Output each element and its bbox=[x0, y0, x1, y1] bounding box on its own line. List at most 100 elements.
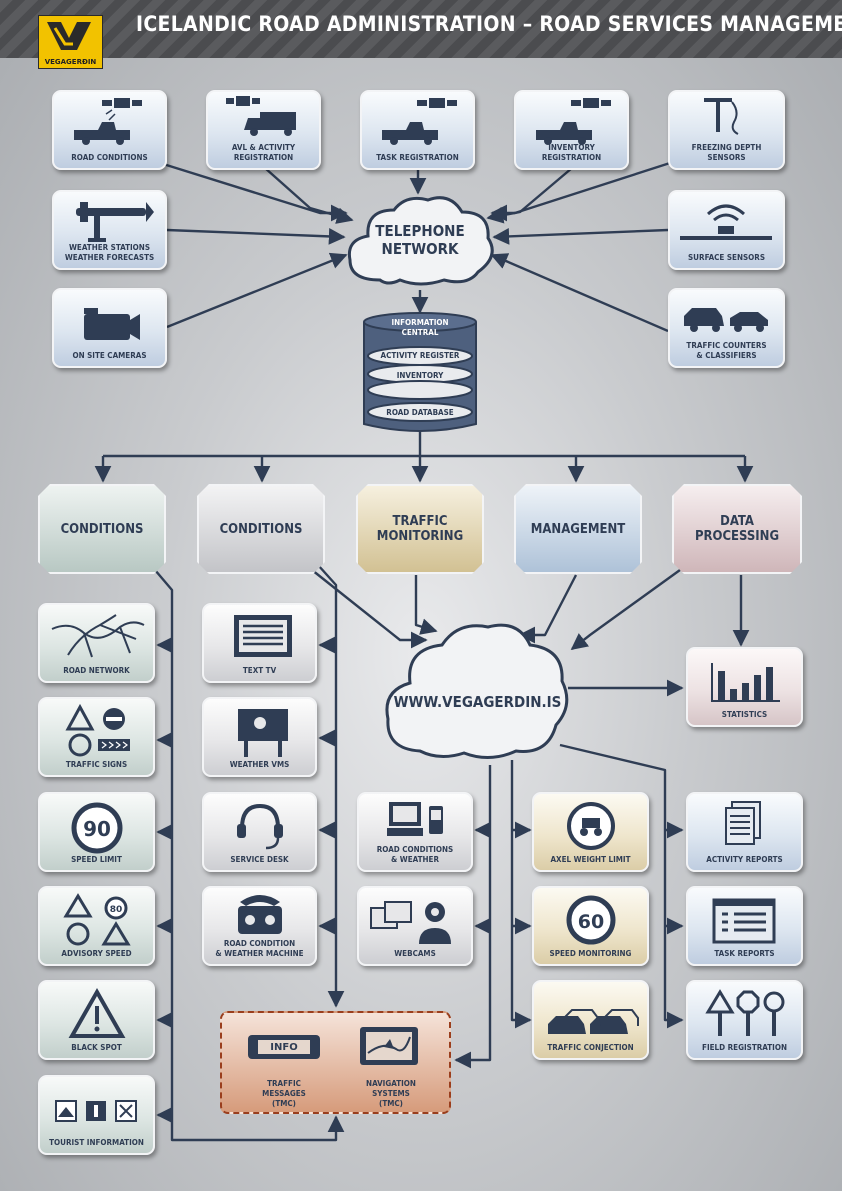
source-label: INVENTORY REGISTRATION bbox=[541, 143, 602, 162]
page-title: ICELANDIC ROAD ADMINISTRATION – ROAD SER… bbox=[136, 12, 842, 36]
source-label: SURFACE SENSORS bbox=[688, 253, 765, 262]
output-label: SPEED MONITORING bbox=[549, 949, 632, 958]
advisory-speed-output: 80 ADVISORY SPEED bbox=[38, 886, 155, 966]
answering-machine-icon bbox=[238, 895, 282, 934]
database-cylinder bbox=[363, 312, 477, 432]
task-reports-output: TASK REPORTS bbox=[686, 886, 803, 966]
bar-chart-icon bbox=[711, 663, 780, 702]
depth-sensor-icon bbox=[704, 98, 739, 135]
truck-satellite-icon bbox=[382, 98, 457, 145]
advisory-80-text: 80 bbox=[110, 905, 123, 915]
computer-phone-icon bbox=[387, 802, 443, 836]
traffic-counters-source: TRAFFIC COUNTERS & CLASSIFIERS bbox=[668, 288, 785, 368]
on-site-cameras-source: ON SITE CAMERAS bbox=[52, 288, 167, 368]
output-label: SERVICE DESK bbox=[230, 855, 289, 864]
road-map-icon bbox=[51, 614, 145, 658]
category-management: MANAGEMENT bbox=[514, 484, 642, 574]
headset-icon bbox=[237, 803, 283, 850]
category-data-processing: DATA PROCESSING bbox=[672, 484, 802, 574]
axel-weight-limit-output: AXEL WEIGHT LIMIT bbox=[532, 792, 649, 872]
field-registration-output: FIELD REGISTRATION bbox=[686, 980, 803, 1060]
output-label: ROAD CONDITION & WEATHER MACHINE bbox=[215, 939, 304, 958]
inventory-registration-source: INVENTORY REGISTRATION bbox=[514, 90, 629, 170]
source-label: ROAD CONDITIONS bbox=[71, 153, 148, 162]
documents-icon bbox=[725, 801, 761, 845]
traffic-conjection-output: TRAFFIC CONJECTION bbox=[532, 980, 649, 1060]
road-condition-machine-output: ROAD CONDITION & WEATHER MACHINE bbox=[202, 886, 317, 966]
output-label: TASK REPORTS bbox=[714, 949, 775, 958]
text-tv-icon bbox=[234, 615, 292, 657]
output-label: TEXT TV bbox=[242, 666, 277, 675]
output-label: WEATHER VMS bbox=[229, 760, 290, 769]
header-bar: ICELANDIC ROAD ADMINISTRATION – ROAD SER… bbox=[0, 0, 842, 58]
logo-text: VEGAGERÐIN bbox=[44, 58, 97, 66]
axle-weight-sign-icon bbox=[567, 802, 615, 850]
output-label: WEBCAMS bbox=[394, 949, 436, 958]
road-conditions-weather-output: ROAD CONDITIONS & WEATHER bbox=[357, 792, 473, 872]
output-label: BLACK SPOT bbox=[71, 1043, 122, 1052]
task-registration-source: TASK REGISTRATION bbox=[360, 90, 475, 170]
telephone-network-cloud bbox=[347, 196, 494, 286]
webcam-user-icon bbox=[370, 901, 451, 944]
output-label: ROAD NETWORK bbox=[63, 666, 130, 675]
output-label: TRAFFIC CONJECTION bbox=[547, 1043, 634, 1052]
service-desk-output: SERVICE DESK bbox=[202, 792, 317, 872]
statistics-output: STATISTICS bbox=[686, 647, 803, 727]
webcams-output: WEBCAMS bbox=[357, 886, 473, 966]
video-camera-icon bbox=[84, 308, 140, 340]
road-network-output: ROAD NETWORK bbox=[38, 603, 155, 683]
radio-display-icon bbox=[248, 1035, 320, 1059]
database-layer-activity: ACTIVITY REGISTER bbox=[380, 351, 460, 360]
output-label: ROAD CONDITIONS & WEATHER bbox=[376, 845, 454, 864]
source-label: WEATHER STATIONS WEATHER FORECASTS bbox=[64, 243, 155, 262]
speed-limit-sign-icon: 90 bbox=[71, 802, 123, 854]
speed-60-sign-icon: 60 bbox=[566, 895, 616, 945]
output-label: FIELD REGISTRATION bbox=[702, 1043, 787, 1052]
text-tv-output: TEXT TV bbox=[202, 603, 317, 683]
traffic-signs-icon bbox=[65, 703, 130, 757]
satellite-truck-icon bbox=[226, 96, 296, 136]
tmc-group: INFO TRAFFIC MESSAGES (TMC) NAVIGATION S… bbox=[220, 1011, 451, 1114]
category-conditions-grey: CONDITIONS bbox=[197, 484, 325, 574]
cars-icon bbox=[684, 308, 768, 332]
weather-vms-output: WEATHER VMS bbox=[202, 697, 317, 777]
tourist-signs-icon bbox=[55, 1100, 137, 1122]
surface-sensors-source: SURFACE SENSORS bbox=[668, 190, 785, 270]
weather-sign-icon bbox=[238, 709, 288, 757]
category-traffic-monitoring: TRAFFIC MONITORING bbox=[356, 484, 484, 574]
truck-satellite-icon bbox=[74, 98, 142, 145]
traffic-signs-output: TRAFFIC SIGNS bbox=[38, 697, 155, 777]
category-label: DATA PROCESSING bbox=[694, 514, 780, 544]
navigation-systems-label: NAVIGATION SYSTEMS (TMC) bbox=[366, 1079, 416, 1108]
black-spot-output: BLACK SPOT bbox=[38, 980, 155, 1060]
source-label: ON SITE CAMERAS bbox=[72, 351, 147, 360]
road-signs-icon bbox=[705, 989, 785, 1036]
source-label: FREEZING DEPTH SENSORS bbox=[691, 143, 762, 162]
category-label: CONDITIONS bbox=[60, 521, 144, 537]
surface-sensor-icon bbox=[680, 204, 772, 240]
logo: VEGAGERÐIN bbox=[38, 15, 103, 69]
avl-activity-source: AVL & ACTIVITY REGISTRATION bbox=[206, 90, 321, 170]
speed-limit-output: 90 SPEED LIMIT bbox=[38, 792, 155, 872]
tourist-information-output: TOURIST INFORMATION bbox=[38, 1075, 155, 1155]
output-label: AXEL WEIGHT LIMIT bbox=[550, 855, 631, 864]
output-label: TOURIST INFORMATION bbox=[49, 1138, 144, 1147]
source-label: TASK REGISTRATION bbox=[376, 153, 459, 162]
traffic-messages-label: TRAFFIC MESSAGES (TMC) bbox=[262, 1079, 306, 1108]
report-list-icon bbox=[712, 898, 776, 944]
navigation-screen-icon bbox=[360, 1027, 418, 1065]
weather-stations-source: WEATHER STATIONS WEATHER FORECASTS bbox=[52, 190, 167, 270]
logo-mark-icon bbox=[47, 22, 91, 50]
output-label: ACTIVITY REPORTS bbox=[706, 855, 783, 864]
speed-60-text: 60 bbox=[578, 911, 604, 933]
radio-display-text: INFO bbox=[270, 1042, 298, 1053]
website-label: WWW.VEGAGERDIN.IS bbox=[393, 693, 562, 711]
source-label: TRAFFIC COUNTERS & CLASSIFIERS bbox=[686, 341, 767, 360]
weather-station-icon bbox=[76, 202, 154, 242]
database-layer-road: ROAD DATABASE bbox=[386, 408, 454, 417]
category-conditions-green: CONDITIONS bbox=[38, 484, 166, 574]
traffic-jam-icon bbox=[548, 1009, 639, 1034]
telephone-network-label: TELEPHONE NETWORK bbox=[375, 222, 465, 258]
output-label: STATISTICS bbox=[721, 710, 768, 719]
